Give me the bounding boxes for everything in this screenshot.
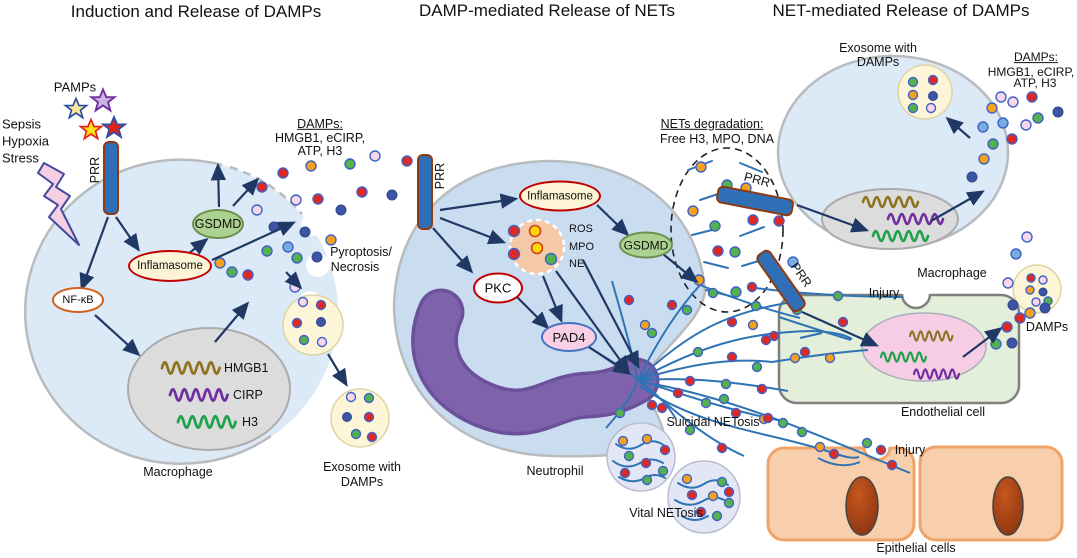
pyroptosis-label-1: Pyroptosis/ [330, 244, 392, 259]
exosome-label-left-2: DAMPs [340, 474, 384, 489]
arrows [79, 116, 1003, 387]
pamp-star-yellow-red [79, 118, 103, 140]
pamp-star-yellow-blue [64, 97, 88, 119]
pkc-node: PKC [473, 272, 523, 304]
injury-label-upper: Injury [868, 285, 900, 300]
damps-list-left-2: ATP, H3 [297, 143, 343, 158]
gene-label-h3: H3 [242, 415, 258, 429]
neutrophil-label: Neutrophil [526, 463, 584, 478]
damps-heading-left: DAMPs: [297, 116, 343, 131]
stress-line-hypoxia: Hypoxia [2, 133, 49, 149]
exosome-right-macrophage [897, 64, 953, 120]
vital-netosis-label: Vital NETosis [629, 505, 703, 520]
macrophage-nucleus-right [821, 188, 959, 250]
prr-receptor-right-upper [716, 185, 794, 217]
nfkb-node: NF-κB [52, 287, 104, 313]
endothelial-cell [777, 288, 1021, 405]
macrophage-label-left: Macrophage [143, 464, 213, 479]
endothelial-nucleus [861, 312, 987, 382]
prr-label-middle: PRR [432, 162, 447, 190]
prr-receptor-right-lower [756, 249, 806, 313]
damps-small-label: DAMPs [1025, 319, 1069, 334]
nets-degradation-heading: NETs degradation: [660, 116, 764, 131]
gsdmd-node-left: GSDMD [192, 209, 244, 239]
stress-lightning-icon [37, 162, 80, 246]
gene-label-cirp: CIRP [233, 388, 263, 402]
epithelial-cells-label: Epithelial cells [876, 540, 956, 555]
exosome-left-2 [330, 388, 390, 448]
nets-degradation-items: Free H3, MPO, DNA [660, 131, 774, 146]
damps-list-right-1: HMGB1, eCIRP, [987, 65, 1075, 80]
pyroptosis-label-2: Necrosis [330, 259, 380, 274]
mpo-label: MPO [569, 241, 595, 253]
nets-degradation-zone [670, 147, 784, 313]
panel-title-left: Induction and Release of DAMPs [70, 2, 322, 22]
pad4-node: PAD4 [541, 322, 597, 352]
injury-label-lower: Injury [894, 442, 926, 457]
inflamasome-node-left: Inflamasome [128, 250, 212, 282]
epithelial-nucleus-2 [992, 476, 1024, 536]
macrophage-label-right: Macrophage [917, 265, 987, 280]
gsdmd-node-middle: GSDMD [619, 231, 673, 259]
prr-receptor-left [103, 141, 119, 215]
exosome-label-right-1: Exosome with [839, 40, 917, 55]
prr-label-left: PRR [87, 156, 102, 184]
exosome-label-right-2: DAMPs [856, 54, 900, 69]
epithelial-cells [766, 440, 1064, 542]
pamps-label: PAMPs [53, 79, 97, 95]
pamp-stars [64, 88, 126, 140]
exosomes [282, 264, 1062, 448]
suicidal-netosis-label: Suicidal NETosis [666, 414, 760, 429]
stress-line-sepsis: Sepsis [2, 116, 42, 132]
pamp-star-red-blue [102, 116, 126, 138]
exosome-left-1 [282, 294, 344, 356]
exosome-label-left-1: Exosome with [323, 459, 401, 474]
panel-title-right: NET-mediated Release of DAMPs [772, 1, 1030, 21]
prr-receptors [103, 141, 806, 313]
damps-list-right-2: ATP, H3 [1013, 76, 1057, 91]
gene-label-hmgb1: HMGB1 [224, 361, 269, 375]
damps-heading-right: DAMPs: [1013, 50, 1059, 65]
panel-title-middle: DAMP-mediated Release of NETs [418, 1, 676, 21]
ne-label: NE [569, 258, 585, 270]
neutrophil-nucleus [411, 288, 660, 436]
prr-receptor-middle [417, 154, 433, 230]
inflamasome-node-middle: Inflamasome [519, 180, 601, 212]
ros-label: ROS [569, 223, 593, 235]
endothelial-cell-label: Endothelial cell [900, 404, 986, 419]
damp-dots [214, 74, 1064, 522]
epithelial-nucleus-1 [845, 476, 879, 536]
endothelial-injury-notch [900, 293, 932, 310]
stress-line-stress: Stress [2, 150, 39, 166]
damps-list-left-1: HMGB1, eCIRP, [274, 130, 366, 145]
